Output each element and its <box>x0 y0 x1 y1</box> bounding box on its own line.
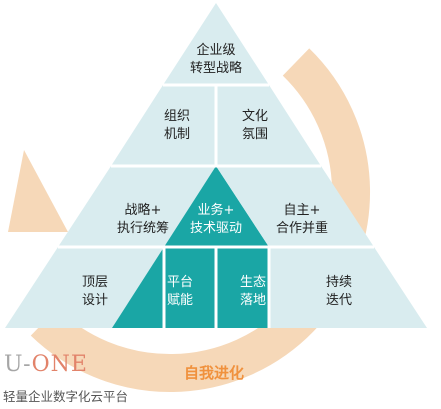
tier4-right-text: 持续 迭代 <box>326 274 352 310</box>
pyramid-dividers <box>58 83 374 328</box>
tier3-right-text: 自主+ 合作并重 <box>276 202 328 238</box>
evolution-arrow-head <box>8 150 68 232</box>
tier2-left-label-line2: 机制 <box>163 127 191 142</box>
tier2-left-label-line1: 组织 <box>163 109 191 124</box>
tier3-left-cell <box>58 166 216 247</box>
tier3-left-text: 战略+ 执行统筹 <box>117 202 169 238</box>
tier2-right-label-line1: 文化 <box>241 109 269 124</box>
tier4-center-right-text: 生态 落地 <box>240 274 266 310</box>
tier3-right-label-line1: 自主+ <box>283 203 321 218</box>
tier3-center-label-line1: 业务+ <box>197 203 235 218</box>
tier4-right-cell <box>269 247 427 328</box>
tier4-left-text: 顶层 设计 <box>82 274 108 310</box>
tier1-cell <box>163 3 269 85</box>
tier1-label-line2: 转型战略 <box>189 61 243 76</box>
tier3-right-cell <box>216 166 374 247</box>
tier4-center-left-label-line1: 平台 <box>166 275 194 290</box>
tier3-left-label-line2: 执行统筹 <box>116 221 170 236</box>
tier1-label-line1: 企业级 <box>196 43 236 58</box>
tier4-center-right-label-line2: 落地 <box>239 293 267 308</box>
tier4-center-right-label-line1: 生态 <box>239 275 267 290</box>
tier4-left-cell <box>5 247 164 328</box>
brand-logo-one: ONE <box>31 352 88 377</box>
tier4-left-label-line1: 顶层 <box>81 275 109 290</box>
brand-logo: U-ONE <box>4 352 88 377</box>
tier2-right-cell <box>216 85 321 166</box>
tier3-center-cell <box>164 166 269 247</box>
tier3-center-text: 业务+ 技术驱动 <box>190 202 242 238</box>
tier4-left-label-line2: 设计 <box>81 293 109 308</box>
tier3-center-label-line2: 技术驱动 <box>189 221 243 236</box>
tier2-left-cell <box>111 85 216 166</box>
tier4-center-left-label-line2: 赋能 <box>166 293 194 308</box>
tier2-right-text: 文化 氛围 <box>242 108 268 144</box>
tier3-right-label-line2: 合作并重 <box>275 221 329 236</box>
brand-subtitle: 轻量企业数字化云平台 <box>3 389 129 404</box>
cycle-label: 自我进化 <box>184 364 245 382</box>
tier1-text: 企业级 转型战略 <box>190 42 242 78</box>
tier4-right-label-line1: 持续 <box>325 275 353 290</box>
tier4-center-left-text: 平台 赋能 <box>167 274 193 310</box>
tier3-left-label-line1: 战略+ <box>124 203 162 218</box>
tier4-right-label-line2: 迭代 <box>325 293 353 308</box>
tier2-right-label-line2: 氛围 <box>241 127 269 142</box>
tier2-left-text: 组织 机制 <box>164 108 190 144</box>
brand-logo-u: U- <box>4 352 32 377</box>
